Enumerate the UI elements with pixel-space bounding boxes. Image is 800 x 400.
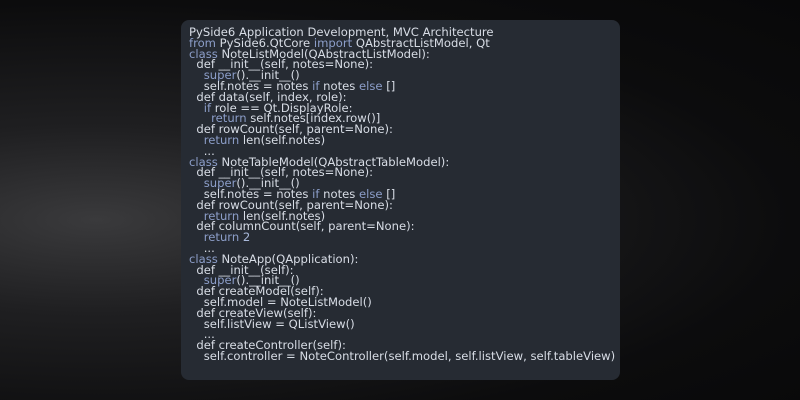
code-line: super().__init__() bbox=[189, 68, 620, 83]
code-line: self.controller = NoteController(self.mo… bbox=[189, 348, 620, 363]
code-token: self.model = NoteListModel() bbox=[189, 294, 372, 309]
code-token: PySide6.QtCore bbox=[215, 35, 314, 50]
code-line: def data(self, index, role): bbox=[189, 89, 620, 104]
code-keyword: else bbox=[359, 78, 383, 93]
code-token: self.controller = NoteController(self.mo… bbox=[189, 348, 616, 363]
code-token: role == Qt.DisplayRole: bbox=[211, 100, 353, 115]
code-line: return len(self.notes) bbox=[189, 132, 620, 147]
code-token: notes bbox=[319, 186, 359, 201]
code-token: notes bbox=[319, 78, 359, 93]
code-token: def createController(self): bbox=[189, 338, 346, 353]
code-token: ().__init__() bbox=[236, 273, 300, 288]
code-line: self.listView = QListView() bbox=[189, 316, 620, 331]
code-keyword: class bbox=[189, 154, 218, 169]
code-line: def __init__(self, notes=None): bbox=[189, 165, 620, 180]
code-token: def rowCount(self, parent=None): bbox=[189, 197, 393, 212]
code-block: PySide6 Application Development, MVC Arc… bbox=[189, 25, 620, 363]
code-line: ... bbox=[189, 240, 620, 255]
code-line: super().__init__() bbox=[189, 176, 620, 191]
code-line: def createController(self): bbox=[189, 338, 620, 353]
code-token: def createModel(self): bbox=[189, 284, 324, 299]
code-line: if role == Qt.DisplayRole: bbox=[189, 100, 620, 115]
code-line: class NoteListModel(QAbstractListModel): bbox=[189, 46, 620, 61]
code-keyword: if bbox=[203, 100, 212, 115]
code-keyword: else bbox=[359, 186, 383, 201]
code-line: ... bbox=[189, 143, 620, 158]
code-line: return self.notes[index.row()] bbox=[189, 111, 620, 126]
code-token: NoteApp(QApplication): bbox=[217, 251, 359, 266]
code-line: super().__init__() bbox=[189, 273, 620, 288]
code-token: len(self.notes) bbox=[239, 132, 326, 147]
code-token: def rowCount(self, parent=None): bbox=[189, 122, 393, 137]
code-keyword: if bbox=[312, 78, 320, 93]
code-line: return len(self.notes) bbox=[189, 208, 620, 223]
code-token: NoteListModel(QAbstractListModel): bbox=[217, 46, 430, 61]
code-keyword: return bbox=[203, 208, 240, 223]
code-token: self.notes[index.row()] bbox=[246, 111, 381, 126]
code-token: self.listView = QListView() bbox=[189, 316, 355, 331]
code-token: def createView(self): bbox=[189, 305, 317, 320]
code-token: 2 bbox=[239, 230, 251, 245]
code-token: def __init__(self): bbox=[189, 262, 294, 277]
code-line: self.notes = notes if notes else [] bbox=[189, 186, 620, 201]
code-keyword: super bbox=[203, 68, 237, 83]
code-line: def createView(self): bbox=[189, 305, 620, 320]
code-keyword: if bbox=[312, 186, 320, 201]
code-token: ... bbox=[189, 240, 215, 255]
code-token: self.notes = notes bbox=[189, 78, 313, 93]
code-token: def columnCount(self, parent=None): bbox=[189, 219, 415, 234]
code-line: def rowCount(self, parent=None): bbox=[189, 122, 620, 137]
code-token: def __init__(self, notes=None): bbox=[189, 57, 374, 72]
code-token: ... bbox=[189, 143, 215, 158]
code-line: return 2 bbox=[189, 230, 620, 245]
code-line: def __init__(self, notes=None): bbox=[189, 57, 620, 72]
code-token: [] bbox=[382, 78, 396, 93]
code-line: def columnCount(self, parent=None): bbox=[189, 219, 620, 234]
code-line: class NoteTableModel(QAbstractTableModel… bbox=[189, 154, 620, 169]
code-token: [] bbox=[382, 186, 396, 201]
code-line: class NoteApp(QApplication): bbox=[189, 251, 620, 266]
code-line: self.model = NoteListModel() bbox=[189, 294, 620, 309]
code-panel: PySide6 Application Development, MVC Arc… bbox=[181, 20, 620, 380]
code-token: len(self.notes) bbox=[239, 208, 326, 223]
code-token: def data(self, index, role): bbox=[189, 89, 347, 104]
code-keyword: super bbox=[203, 176, 237, 191]
code-keyword: return bbox=[211, 111, 247, 126]
code-keyword: class bbox=[189, 251, 218, 266]
code-token: PySide6 Application Development, MVC Arc… bbox=[189, 25, 494, 39]
code-line: PySide6 Application Development, MVC Arc… bbox=[189, 25, 620, 39]
code-token: NoteTableModel(QAbstractTableModel): bbox=[217, 154, 450, 169]
code-line: self.notes = notes if notes else [] bbox=[189, 78, 620, 93]
code-line: def rowCount(self, parent=None): bbox=[189, 197, 620, 212]
code-token: self.notes = notes bbox=[189, 186, 313, 201]
code-line: from PySide6.QtCore import QAbstractList… bbox=[189, 35, 620, 50]
code-line: ... bbox=[189, 327, 620, 342]
code-token: QAbstractListModel, Qt bbox=[352, 35, 490, 50]
code-token: ().__init__() bbox=[236, 68, 300, 83]
code-line: def createModel(self): bbox=[189, 284, 620, 299]
code-keyword: import bbox=[313, 35, 353, 50]
code-keyword: from bbox=[189, 35, 216, 50]
code-keyword: class bbox=[189, 46, 218, 61]
code-keyword: return bbox=[203, 230, 240, 245]
code-line: def __init__(self): bbox=[189, 262, 620, 277]
code-keyword: return bbox=[203, 132, 240, 147]
code-token: def __init__(self, notes=None): bbox=[189, 165, 374, 180]
code-token: ().__init__() bbox=[236, 176, 300, 191]
code-token: ... bbox=[189, 327, 215, 342]
code-keyword: super bbox=[203, 273, 237, 288]
